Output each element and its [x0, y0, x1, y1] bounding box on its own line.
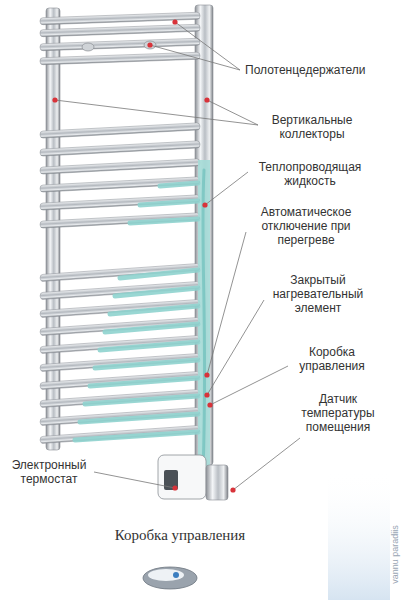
inset-caption: Коробка управления — [70, 526, 290, 544]
towel-bars — [40, 12, 200, 443]
heat-fluid — [75, 160, 210, 470]
part-label: Автоматическое отключение при перегреве — [250, 205, 362, 247]
part-label: Электронный термостат — [5, 458, 93, 486]
thermostat-unit — [158, 455, 228, 500]
watermark: vannu paradiis — [390, 515, 401, 595]
part-label: Полотенцедержатели — [245, 63, 395, 77]
part-label: Коробка управления — [292, 345, 372, 373]
part-label: Вертикальные коллекторы — [262, 113, 362, 141]
leader-lines — [55, 22, 300, 490]
part-label: Датчик температуры помещения — [292, 392, 384, 434]
part-label: Теплопроводящая жидкость — [250, 160, 370, 188]
background-band — [328, 470, 390, 600]
marker-dots — [52, 19, 235, 492]
part-label: Закрытый нагревательный элемент — [268, 273, 368, 315]
control-box-photo — [143, 567, 197, 589]
towel-holders — [82, 41, 156, 51]
